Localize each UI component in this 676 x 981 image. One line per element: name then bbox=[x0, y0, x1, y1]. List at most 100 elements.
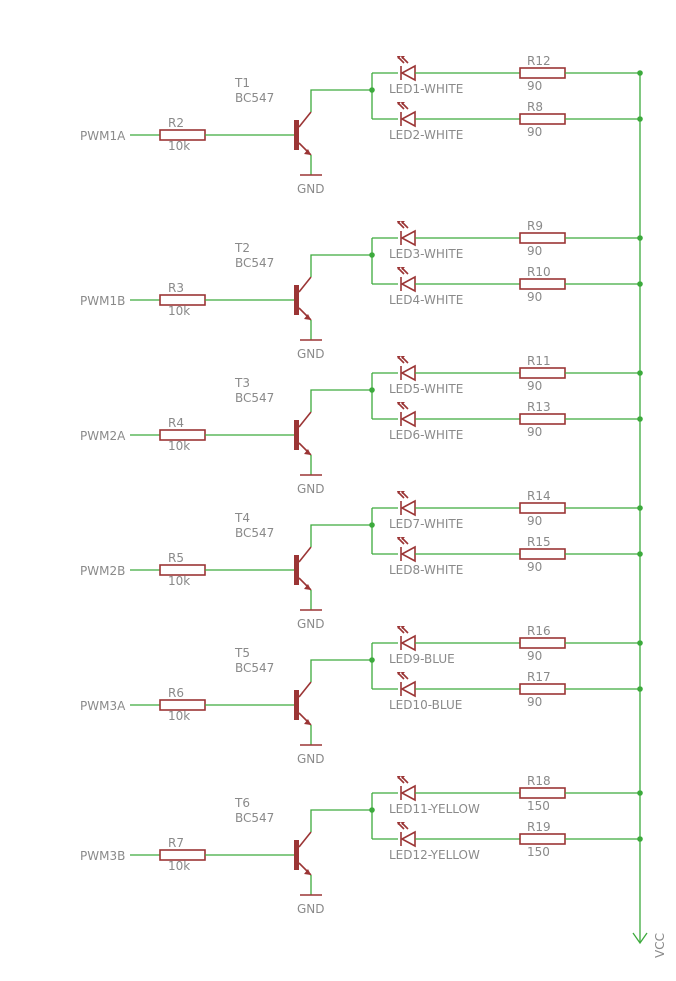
led-resistor-name: R19 bbox=[527, 820, 551, 834]
led-resistor-value: 90 bbox=[527, 290, 542, 304]
transistor-part: BC547 bbox=[235, 391, 274, 405]
emitter-arrow-icon bbox=[304, 314, 311, 320]
gnd-label: GND bbox=[297, 182, 325, 196]
led-branch-2: LED6-WHITE R13 90 bbox=[372, 400, 643, 442]
led-resistor bbox=[519, 232, 566, 244]
led-label: LED6-WHITE bbox=[389, 428, 463, 442]
led-resistor bbox=[519, 413, 566, 425]
led-resistor-value: 90 bbox=[527, 425, 542, 439]
led-icon bbox=[400, 364, 416, 382]
collector-wire bbox=[310, 524, 372, 547]
led-resistor-name: R8 bbox=[527, 100, 543, 114]
led-label: LED2-WHITE bbox=[389, 128, 463, 142]
led-label: LED8-WHITE bbox=[389, 563, 463, 577]
led-branch-2: LED4-WHITE R10 90 bbox=[372, 265, 643, 307]
light-arrow-icon bbox=[397, 626, 405, 629]
led-label: LED4-WHITE bbox=[389, 293, 463, 307]
transistor-name: T4 bbox=[234, 511, 250, 525]
pwm-input-label: PWM2A bbox=[80, 429, 126, 443]
led-label: LED5-WHITE bbox=[389, 382, 463, 396]
led-resistor-value: 90 bbox=[527, 379, 542, 393]
base-resistor-name: R3 bbox=[168, 281, 184, 295]
light-arrow-icon bbox=[397, 776, 405, 779]
pwm-input-label: PWM3B bbox=[80, 849, 125, 863]
led-icon bbox=[400, 680, 416, 698]
light-arrow-icon bbox=[397, 356, 405, 359]
transistor-collector bbox=[298, 276, 312, 293]
emitter-arrow-icon bbox=[304, 149, 311, 155]
led-resistor bbox=[519, 367, 566, 379]
emitter-arrow-icon bbox=[304, 869, 311, 875]
base-resistor-value: 10k bbox=[168, 304, 190, 318]
led-resistor-value: 150 bbox=[527, 845, 550, 859]
led-icon bbox=[400, 830, 416, 848]
transistor-name: T6 bbox=[234, 796, 250, 810]
led-resistor-name: R15 bbox=[527, 535, 551, 549]
collector-wire bbox=[310, 809, 372, 832]
transistor-part: BC547 bbox=[235, 661, 274, 675]
led-resistor-value: 90 bbox=[527, 695, 542, 709]
transistor-collector bbox=[298, 411, 312, 428]
led-resistor bbox=[519, 833, 566, 845]
collector-wire bbox=[310, 389, 372, 412]
light-arrow-icon bbox=[397, 672, 405, 675]
transistor-name: T1 bbox=[234, 76, 250, 90]
led-icon bbox=[400, 229, 416, 247]
gnd-label: GND bbox=[297, 482, 325, 496]
light-arrow-icon bbox=[397, 491, 405, 494]
light-arrow-icon bbox=[397, 221, 405, 224]
led-resistor-value: 150 bbox=[527, 799, 550, 813]
led-resistor bbox=[519, 67, 566, 79]
transistor-part: BC547 bbox=[235, 91, 274, 105]
led-icon bbox=[400, 545, 416, 563]
led-resistor bbox=[519, 278, 566, 290]
transistor-collector bbox=[298, 546, 312, 563]
base-resistor-name: R2 bbox=[168, 116, 184, 130]
transistor-base-bar bbox=[294, 420, 299, 450]
light-arrow-icon bbox=[397, 267, 405, 270]
led-resistor bbox=[519, 683, 566, 695]
gnd-label: GND bbox=[297, 617, 325, 631]
led-resistor-name: R10 bbox=[527, 265, 551, 279]
led-label: LED11-YELLOW bbox=[389, 802, 480, 816]
light-arrow-icon bbox=[397, 56, 405, 59]
pwm-input-label: PWM1B bbox=[80, 294, 125, 308]
base-resistor-name: R6 bbox=[168, 686, 184, 700]
stage-3: T3BC547PWM2AR410kGNDLED5-WHITER1190LED6-… bbox=[80, 354, 643, 496]
led-label: LED7-WHITE bbox=[389, 517, 463, 531]
led-resistor bbox=[519, 113, 566, 125]
base-resistor-name: R4 bbox=[168, 416, 184, 430]
emitter-arrow-icon bbox=[304, 719, 311, 725]
led-icon bbox=[400, 110, 416, 128]
led-icon bbox=[400, 275, 416, 293]
gnd-label: GND bbox=[297, 347, 325, 361]
base-resistor-value: 10k bbox=[168, 139, 190, 153]
led-icon bbox=[400, 499, 416, 517]
transistor-part: BC547 bbox=[235, 526, 274, 540]
led-resistor-name: R16 bbox=[527, 624, 551, 638]
gnd-label: GND bbox=[297, 902, 325, 916]
led-icon bbox=[400, 410, 416, 428]
emitter-arrow-icon bbox=[304, 449, 311, 455]
vcc-rail: VCC bbox=[632, 73, 667, 958]
led-resistor-value: 90 bbox=[527, 79, 542, 93]
led-resistor-name: R13 bbox=[527, 400, 551, 414]
collector-wire bbox=[310, 254, 372, 277]
transistor-base-bar bbox=[294, 555, 299, 585]
transistor-base-bar bbox=[294, 120, 299, 150]
led-resistor-value: 90 bbox=[527, 649, 542, 663]
base-resistor-name: R7 bbox=[168, 836, 184, 850]
stage-4: T4BC547PWM2BR510kGNDLED7-WHITER1490LED8-… bbox=[80, 489, 643, 631]
transistor-base-bar bbox=[294, 690, 299, 720]
led-label: LED1-WHITE bbox=[389, 82, 463, 96]
